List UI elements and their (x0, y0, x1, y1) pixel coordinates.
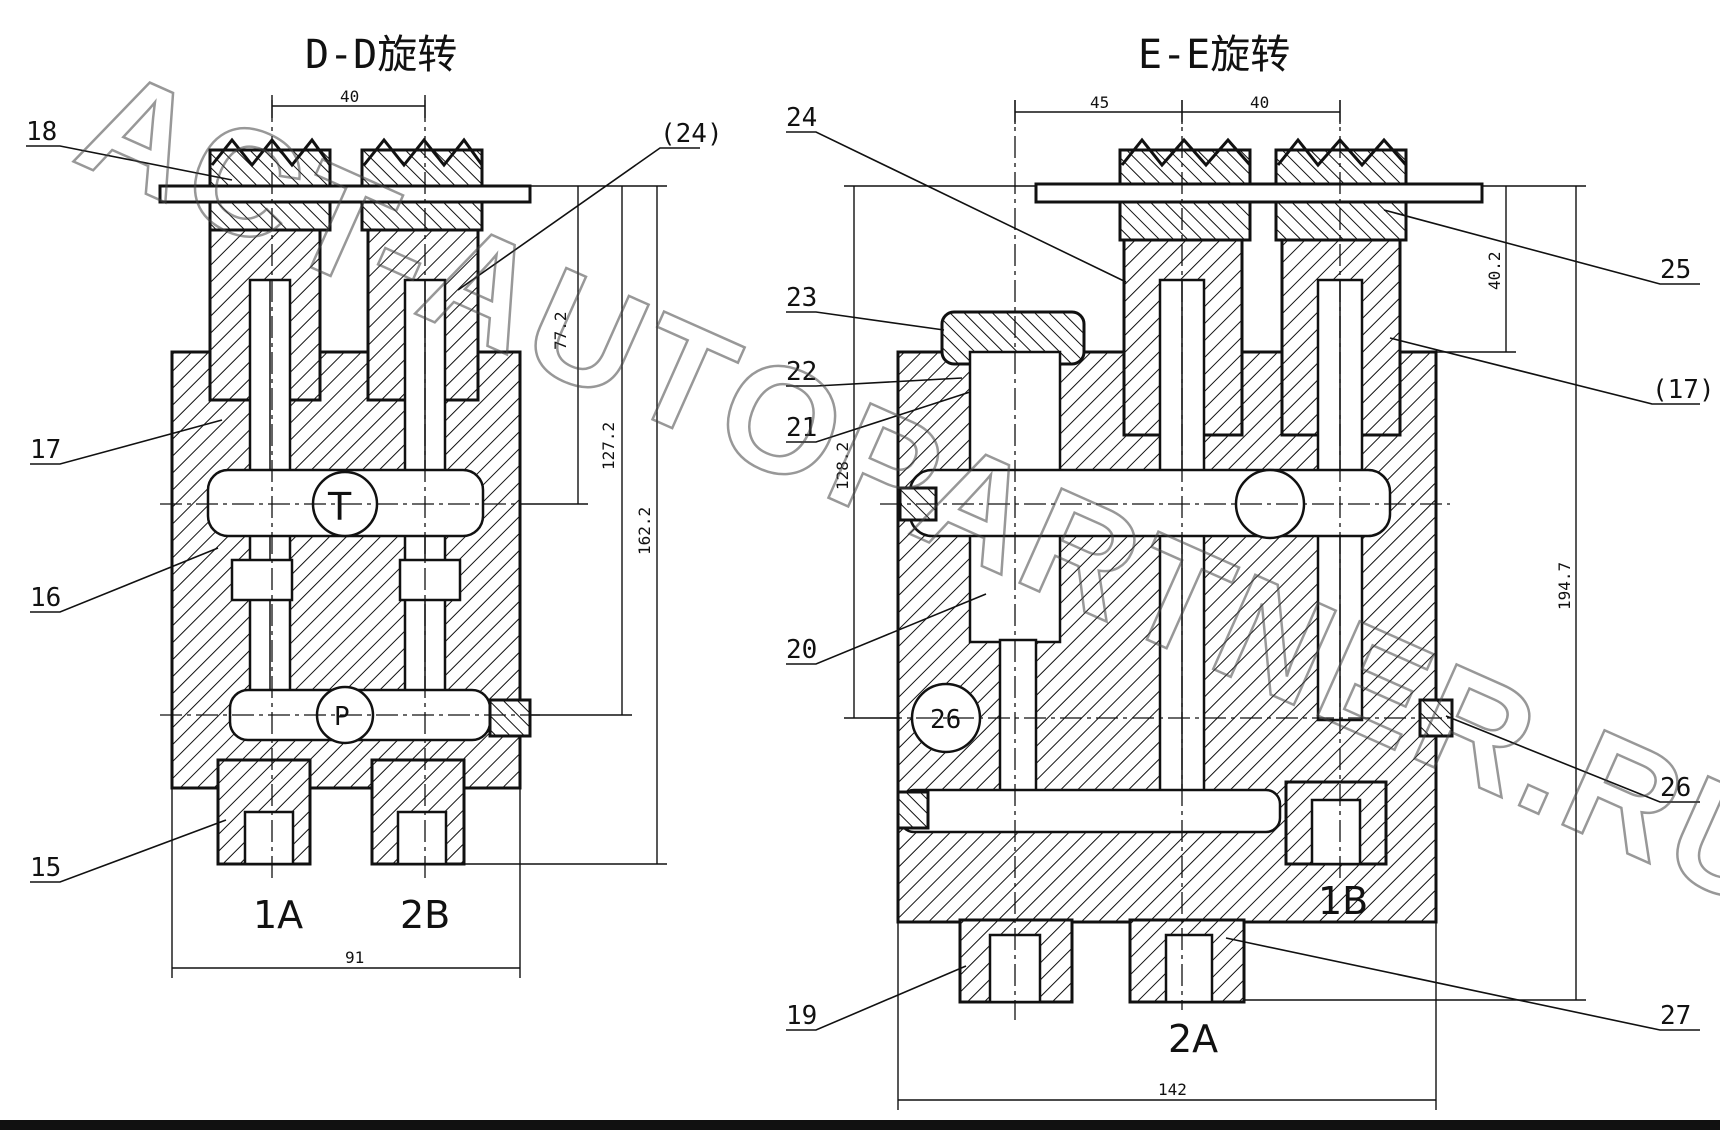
left-dim-77-2: 77.2 (551, 311, 570, 350)
callout-22: 22 (786, 357, 817, 387)
right-dim-128-2: 128.2 (833, 442, 852, 490)
right-section-view: 26 45 40 40.2 128.2 194.7 (786, 32, 1715, 1110)
left-dim-91: 91 (345, 948, 364, 967)
right-dim-40: 40 (1250, 93, 1269, 112)
left-port-label-1a: 1A (253, 893, 303, 937)
left-port-label-2b: 2B (400, 893, 450, 937)
left-p-mark: P (334, 702, 350, 732)
right-dim-142: 142 (1158, 1080, 1187, 1099)
left-section-view: T P 40 77.2 127.2 162.2 91 (26, 32, 723, 978)
right-dim-194-7: 194.7 (1555, 562, 1574, 610)
callout-18: 18 (26, 117, 57, 147)
callout-24: 24 (786, 103, 817, 133)
right-26-mark: 26 (930, 705, 961, 735)
right-port-label-2a: 2A (1168, 1017, 1218, 1061)
callout-24-ref: (24) (660, 119, 723, 149)
left-view-title: D-D旋转 (305, 32, 457, 78)
left-t-mark: T (327, 485, 352, 529)
callout-21: 21 (786, 413, 817, 443)
left-dim-40: 40 (340, 87, 359, 106)
right-port-label-1b: 1B (1318, 879, 1368, 923)
callout-19: 19 (786, 1001, 817, 1031)
callout-23: 23 (786, 283, 817, 313)
callout-20: 20 (786, 635, 817, 665)
right-view-title: E-E旋转 (1138, 32, 1290, 78)
callout-25: 25 (1660, 255, 1691, 285)
callout-26: 26 (1660, 773, 1691, 803)
right-dim-45: 45 (1090, 93, 1109, 112)
left-dim-162-2: 162.2 (635, 507, 654, 555)
callout-16: 16 (30, 583, 61, 613)
callout-17-ref: (17) (1652, 375, 1715, 405)
callout-15: 15 (30, 853, 61, 883)
left-dim-127-2: 127.2 (599, 422, 618, 470)
right-dim-40-2: 40.2 (1485, 251, 1504, 290)
callout-17: 17 (30, 435, 61, 465)
bottom-border-bar (0, 1120, 1720, 1130)
callout-27: 27 (1660, 1001, 1691, 1031)
